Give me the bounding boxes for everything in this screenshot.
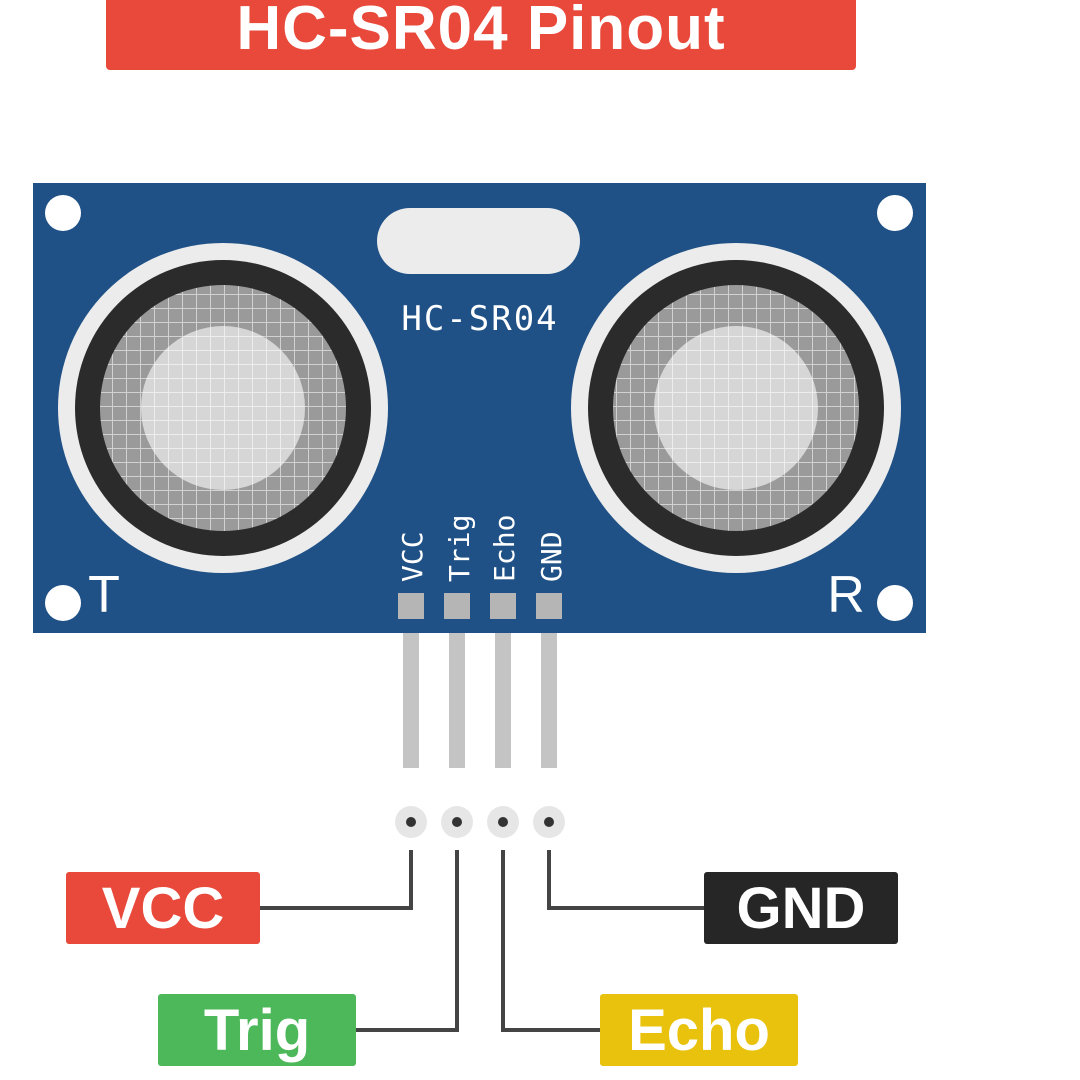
board-pin-label-gnd: GND <box>535 531 568 582</box>
board-pin-label-trig: Trig <box>443 515 476 582</box>
leader-line-vcc <box>258 850 413 910</box>
connector-dots <box>395 806 565 838</box>
mounting-hole-bottom-left <box>45 585 81 621</box>
pad-vcc <box>398 593 424 619</box>
pin-label-echo: Echo <box>600 994 798 1066</box>
header-pin-vcc <box>403 633 419 768</box>
title-banner: HC-SR04 Pinout <box>106 0 856 70</box>
pad-trig <box>444 593 470 619</box>
pad-echo <box>490 593 516 619</box>
pad-gnd <box>536 593 562 619</box>
board-model-label: HC-SR04 <box>401 299 558 339</box>
receiver-label: R <box>827 566 865 624</box>
mounting-hole-bottom-right <box>877 585 913 621</box>
diagram-title: HC-SR04 Pinout <box>236 0 726 63</box>
leader-line-gnd <box>547 850 706 910</box>
mounting-hole-top-left <box>45 195 81 231</box>
board-pin-label-echo: Echo <box>488 515 521 582</box>
board-pin-label-vcc: VCC <box>396 531 429 582</box>
transmitter-label: T <box>88 566 120 624</box>
leader-line-echo <box>501 850 602 1032</box>
leader-line-trig <box>354 850 459 1032</box>
header-pin-echo <box>495 633 511 768</box>
pin-label-trig: Trig <box>158 994 356 1066</box>
transmitter-transducer <box>58 243 388 573</box>
pin-label-vcc: VCC <box>66 872 260 944</box>
receiver-transducer <box>571 243 901 573</box>
header-pin-trig <box>449 633 465 768</box>
pin-label-gnd: GND <box>704 872 898 944</box>
crystal-oscillator <box>377 208 580 274</box>
header-pin-gnd <box>541 633 557 768</box>
mounting-hole-top-right <box>877 195 913 231</box>
